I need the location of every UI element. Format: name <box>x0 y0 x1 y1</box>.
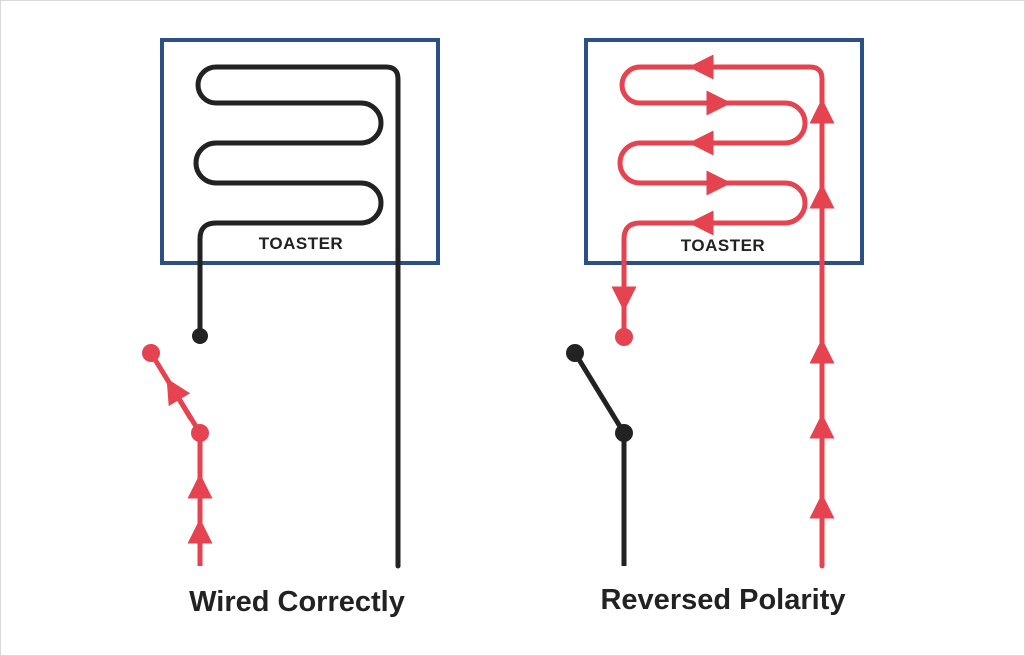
current-arrow-diagonal <box>166 378 194 421</box>
reversed-polarity-diagram: TOASTER Reversed Polarity <box>566 38 864 616</box>
toaster-box <box>160 38 440 265</box>
switch-arm <box>572 351 627 435</box>
heating-element-coil <box>617 64 825 569</box>
switch-contact <box>142 344 160 362</box>
toaster-box <box>584 38 864 265</box>
toaster-label: TOASTER <box>259 234 343 253</box>
switch-pivot <box>615 424 633 442</box>
element-terminal <box>192 328 208 344</box>
wired-correctly-diagram: TOASTER Wired Correctly <box>142 38 440 618</box>
switch-contact <box>566 344 584 362</box>
caption-reversed-polarity: Reversed Polarity <box>600 584 845 616</box>
element-terminal <box>615 328 633 346</box>
toaster-label: TOASTER <box>681 236 765 255</box>
heating-element-coil <box>193 64 401 569</box>
switch-pivot <box>191 424 209 442</box>
caption-wired-correctly: Wired Correctly <box>189 586 405 618</box>
